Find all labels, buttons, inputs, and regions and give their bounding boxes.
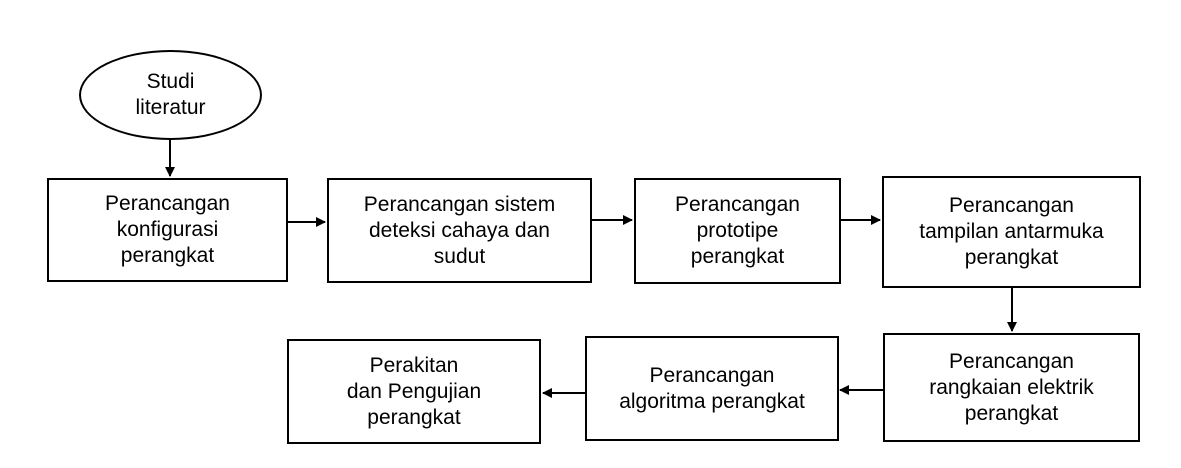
node-perancangan-algoritma: Perancangan algoritma perangkat [585, 336, 839, 441]
node-perancangan-deteksi: Perancangan sistem deteksi cahaya dan su… [327, 178, 592, 283]
node-perancangan-rangkaian: Perancangan rangkaian elektrik perangkat [883, 333, 1140, 442]
node-studi-literatur: Studi literatur [79, 50, 262, 140]
node-perancangan-konfigurasi: Perancangan konfigurasi perangkat [47, 178, 288, 282]
node-perancangan-prototipe: Perancangan prototipe perangkat [634, 178, 841, 284]
node-perancangan-antarmuka: Perancangan tampilan antarmuka perangkat [882, 176, 1141, 288]
node-perakitan-pengujian: Perakitan dan Pengujian perangkat [287, 339, 541, 444]
